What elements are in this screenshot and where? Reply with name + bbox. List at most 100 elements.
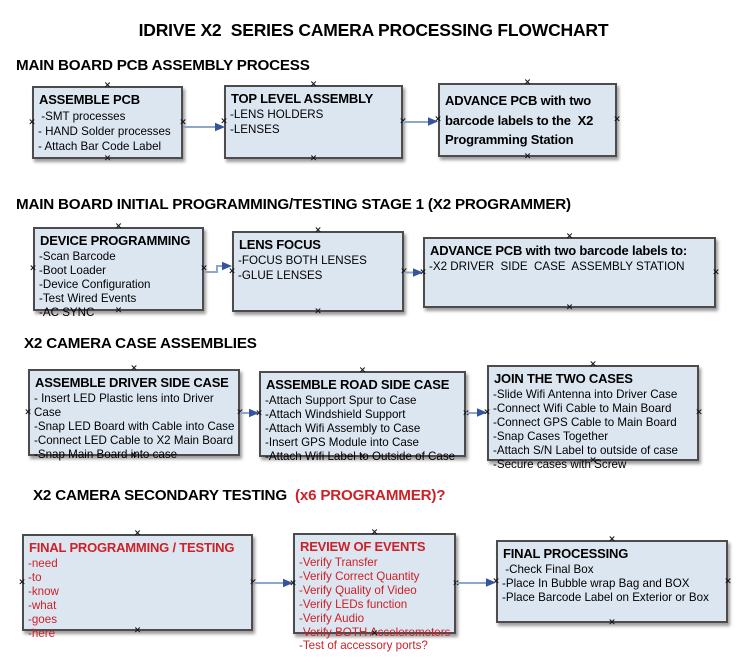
connection-handle-icon[interactable]: ×	[24, 407, 32, 417]
connector-arrow	[403, 117, 438, 126]
flow-box-device-programming[interactable]: DEVICE PROGRAMMING -Scan Barcode-Boot Lo…	[29, 222, 208, 319]
box-item: - Insert LED Plastic lens into Driver Ca…	[34, 392, 217, 419]
flow-box-lens-focus[interactable]: LENS FOCUS -FOCUS BOTH LENSES-GLUE LENSE…	[228, 226, 408, 316]
flow-box-assemble-driver-side-case[interactable]: ASSEMBLE DRIVER SIDE CASE - Insert LED P…	[24, 364, 244, 461]
box-title: ASSEMBLE PCB	[39, 92, 140, 107]
connection-handle-icon[interactable]: ×	[608, 534, 616, 545]
connection-handle-icon[interactable]: ×	[589, 359, 597, 370]
connection-handle-icon[interactable]: ×	[309, 153, 318, 164]
connection-handle-icon[interactable]: ×	[179, 117, 187, 127]
connection-handle-icon[interactable]: ×	[133, 528, 142, 539]
flow-box-assemble-road-side-case[interactable]: ASSEMBLE ROAD SIDE CASE -Attach Support …	[255, 366, 470, 463]
box-item: -LENSES	[230, 122, 280, 136]
box-item: -Snap Main Board into case	[34, 447, 178, 461]
flow-box-review-of-events[interactable]: REVIEW OF EVENTS -Verify Transfer -Verify…	[289, 528, 460, 652]
flow-box-advance-pcb-driver-side-station[interactable]: ADVANCE PCB with two barcode labels to: …	[419, 232, 720, 312]
connection-handle-icon[interactable]: ×	[565, 302, 574, 313]
connection-handle-icon[interactable]: ×	[452, 578, 460, 588]
section-header-pcb-assembly: MAIN BOARD PCB ASSEMBLY PROCESS	[16, 57, 310, 74]
connection-handle-icon[interactable]: ×	[200, 263, 208, 274]
box-item: -LENS HOLDERS	[230, 108, 324, 121]
box-item: -Verify Transfer	[299, 556, 378, 569]
connection-handle-icon[interactable]: ×	[724, 576, 732, 586]
connection-handle-icon[interactable]: ×	[483, 407, 491, 418]
box-item-list: -SMT processes- HAND Solder processes- A…	[34, 108, 181, 155]
flow-box-final-programming-testing[interactable]: FINAL PROGRAMMING / TESTING -need-to-kno…	[18, 529, 257, 640]
box-item: -Snap Cases Together	[493, 429, 609, 443]
connector-arrow	[253, 578, 293, 588]
connection-handle-icon[interactable]: ×	[103, 153, 112, 164]
box-item-list: -Slide Wifi Antenna into Driver Case -Con…	[489, 387, 697, 471]
connection-handle-icon[interactable]: ×	[114, 305, 123, 316]
box-item-list: -X2 DRIVER SIDE CASE ASSEMBLY STATION	[425, 259, 714, 274]
section-header-secondary-testing: X2 CAMERA SECONDARY TESTING (x6 PROGRAMM…	[33, 487, 446, 504]
connection-handle-icon[interactable]: ×	[220, 116, 228, 127]
box-item: -Insert GPS Module into Case	[265, 435, 420, 449]
connection-handle-icon[interactable]: ×	[18, 577, 26, 587]
box-item: -Verify LEDs function	[299, 597, 408, 611]
connection-handle-icon[interactable]: ×	[434, 114, 442, 125]
connection-handle-icon[interactable]: ×	[309, 79, 318, 90]
connection-handle-icon[interactable]: ×	[236, 407, 244, 417]
flow-box-final-processing[interactable]: FINAL PROCESSING -Check Final Box-Place …	[492, 535, 732, 627]
box-title: ASSEMBLE ROAD SIDE CASE	[266, 377, 450, 392]
connection-handle-icon[interactable]: ×	[523, 151, 532, 162]
box-item: -Attach Wifi Label to Outside of Case	[265, 449, 456, 463]
flow-box-assemble-pcb[interactable]: ASSEMBLE PCB -SMT processes- HAND Solder…	[28, 81, 187, 163]
box-item: -Snap LED Board with Cable into Case	[34, 419, 235, 433]
connection-handle-icon[interactable]: ×	[712, 267, 720, 277]
box-item-list: -Check Final Box-Place In Bubble wrap Ba…	[498, 562, 726, 605]
connection-handle-icon[interactable]: ×	[114, 221, 123, 232]
connection-handle-icon[interactable]: ×	[523, 77, 532, 88]
connection-handle-icon[interactable]: ×	[370, 527, 379, 538]
box-item: -Place In Bubble wrap Bag and BOX	[502, 576, 690, 590]
connection-handle-icon[interactable]: ×	[358, 365, 367, 376]
connection-handle-icon[interactable]: ×	[28, 117, 36, 127]
connection-handle-icon[interactable]: ×	[695, 407, 703, 418]
connection-handle-icon[interactable]: ×	[255, 408, 263, 419]
box-title: JOIN THE TWO CASES	[494, 371, 633, 386]
box-title: REVIEW OF EVENTS	[300, 539, 426, 554]
box-title: TOP LEVEL ASSEMBLY	[231, 91, 374, 106]
connection-handle-icon[interactable]: ×	[462, 408, 470, 419]
box-item: -Device Configuration	[39, 277, 151, 291]
connection-handle-icon[interactable]: ×	[133, 625, 142, 636]
connection-handle-icon[interactable]: ×	[103, 80, 112, 91]
connection-handle-icon[interactable]: ×	[399, 116, 407, 127]
box-item: -Check Final Box	[502, 563, 594, 576]
connection-handle-icon[interactable]: ×	[370, 628, 379, 639]
flow-box-join-the-two-cases[interactable]: JOIN THE TWO CASES -Slide Wifi Antenna i…	[483, 360, 703, 471]
box-item: -Slide Wifi Antenna into Driver Case	[493, 388, 678, 401]
box-item: -Verify Audio	[299, 611, 365, 625]
connection-handle-icon[interactable]: ×	[419, 267, 427, 277]
connection-handle-icon[interactable]: ×	[130, 450, 138, 461]
connection-handle-icon[interactable]: ×	[130, 363, 138, 374]
section-header-case-assemblies: X2 CAMERA CASE ASSEMBLIES	[24, 335, 257, 352]
page-title: IDRIVE X2 SERIES CAMERA PROCESSING FLOWC…	[138, 20, 609, 40]
connector-arrow	[456, 578, 496, 587]
connection-handle-icon[interactable]: ×	[589, 455, 597, 466]
connection-handle-icon[interactable]: ×	[249, 577, 257, 587]
box-item: -Verify Quality of Video	[299, 583, 417, 597]
box-title: LENS FOCUS	[239, 237, 321, 252]
connector-arrow	[183, 122, 225, 132]
connection-handle-icon[interactable]: ×	[358, 451, 367, 462]
connection-handle-icon[interactable]: ×	[565, 231, 574, 242]
connection-handle-icon[interactable]: ×	[29, 263, 37, 274]
connection-handle-icon[interactable]: ×	[400, 266, 408, 276]
connection-handle-icon[interactable]: ×	[314, 306, 322, 317]
connection-handle-icon[interactable]: ×	[492, 576, 500, 586]
flow-box-advance-pcb-programming-station[interactable]: ADVANCE PCB with two barcode labels to t…	[434, 78, 621, 161]
box-item: -Test of accessory ports?	[299, 639, 428, 653]
box-item: -Connect GPS Cable to Main Board	[493, 415, 677, 429]
box-item: -Attach Windshield Support	[265, 407, 406, 421]
flow-box-top-level-assembly[interactable]: TOP LEVEL ASSEMBLY -LENS HOLDERS-LENSES …	[220, 80, 407, 163]
connection-handle-icon[interactable]: ×	[228, 266, 236, 276]
connection-handle-icon[interactable]: ×	[289, 578, 297, 588]
box-item: -Connect LED Cable to X2 Main Board	[34, 433, 234, 447]
box-title: ADVANCE PCB with two barcode labels to:	[430, 243, 688, 258]
connection-handle-icon[interactable]: ×	[608, 617, 616, 628]
connection-handle-icon[interactable]: ×	[314, 225, 322, 236]
connection-handle-icon[interactable]: ×	[613, 114, 621, 125]
box-item-list: -Attach Support Spur to Case-Attach Wind…	[261, 393, 464, 464]
